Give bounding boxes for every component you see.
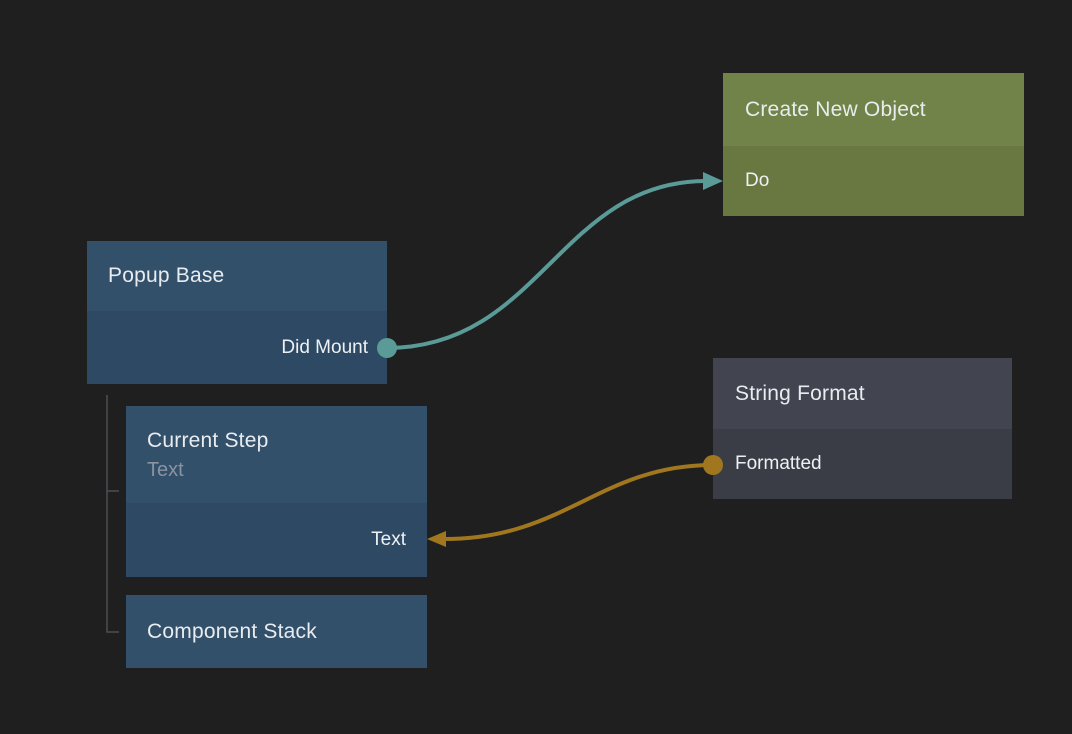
edge-arrowhead-do — [703, 172, 723, 190]
node-create-new-object-header[interactable]: Create New Object — [723, 73, 1024, 146]
port-label: Did Mount — [281, 336, 368, 358]
port-label: Text — [371, 529, 406, 550]
hierarchy-tree-line — [106, 395, 119, 633]
node-subtitle: Text — [147, 458, 184, 481]
edge-formatted-to-text[interactable] — [443, 463, 715, 541]
node-string-format-header[interactable]: String Format — [713, 358, 1012, 429]
node-create-new-object[interactable]: Create New Object Do — [723, 73, 1024, 216]
node-string-format[interactable]: String Format Formatted — [713, 358, 1012, 499]
edge-arrowhead-text — [427, 531, 446, 547]
node-component-stack[interactable]: Component Stack — [126, 595, 427, 668]
node-popup-base-header[interactable]: Popup Base — [87, 241, 387, 311]
port-label: Do — [745, 170, 770, 191]
port-text-input[interactable]: Text — [126, 503, 427, 577]
node-popup-base[interactable]: Popup Base Did Mount — [87, 241, 387, 384]
edge-did-mount-to-do[interactable] — [385, 179, 708, 350]
node-title: Create New Object — [745, 97, 926, 121]
node-title: String Format — [735, 381, 865, 405]
node-title: Current Step — [147, 428, 269, 452]
node-title: Popup Base — [108, 264, 225, 287]
node-current-step[interactable]: Current Step Text Text — [126, 406, 427, 577]
port-label: Formatted — [735, 453, 822, 474]
node-current-step-header[interactable]: Current Step Text — [126, 406, 427, 503]
node-component-stack-header[interactable]: Component Stack — [126, 595, 427, 668]
node-title: Component Stack — [147, 619, 317, 643]
port-did-mount[interactable]: Did Mount — [87, 311, 387, 384]
port-do[interactable]: Do — [723, 146, 1024, 216]
port-formatted[interactable]: Formatted — [713, 429, 1012, 499]
